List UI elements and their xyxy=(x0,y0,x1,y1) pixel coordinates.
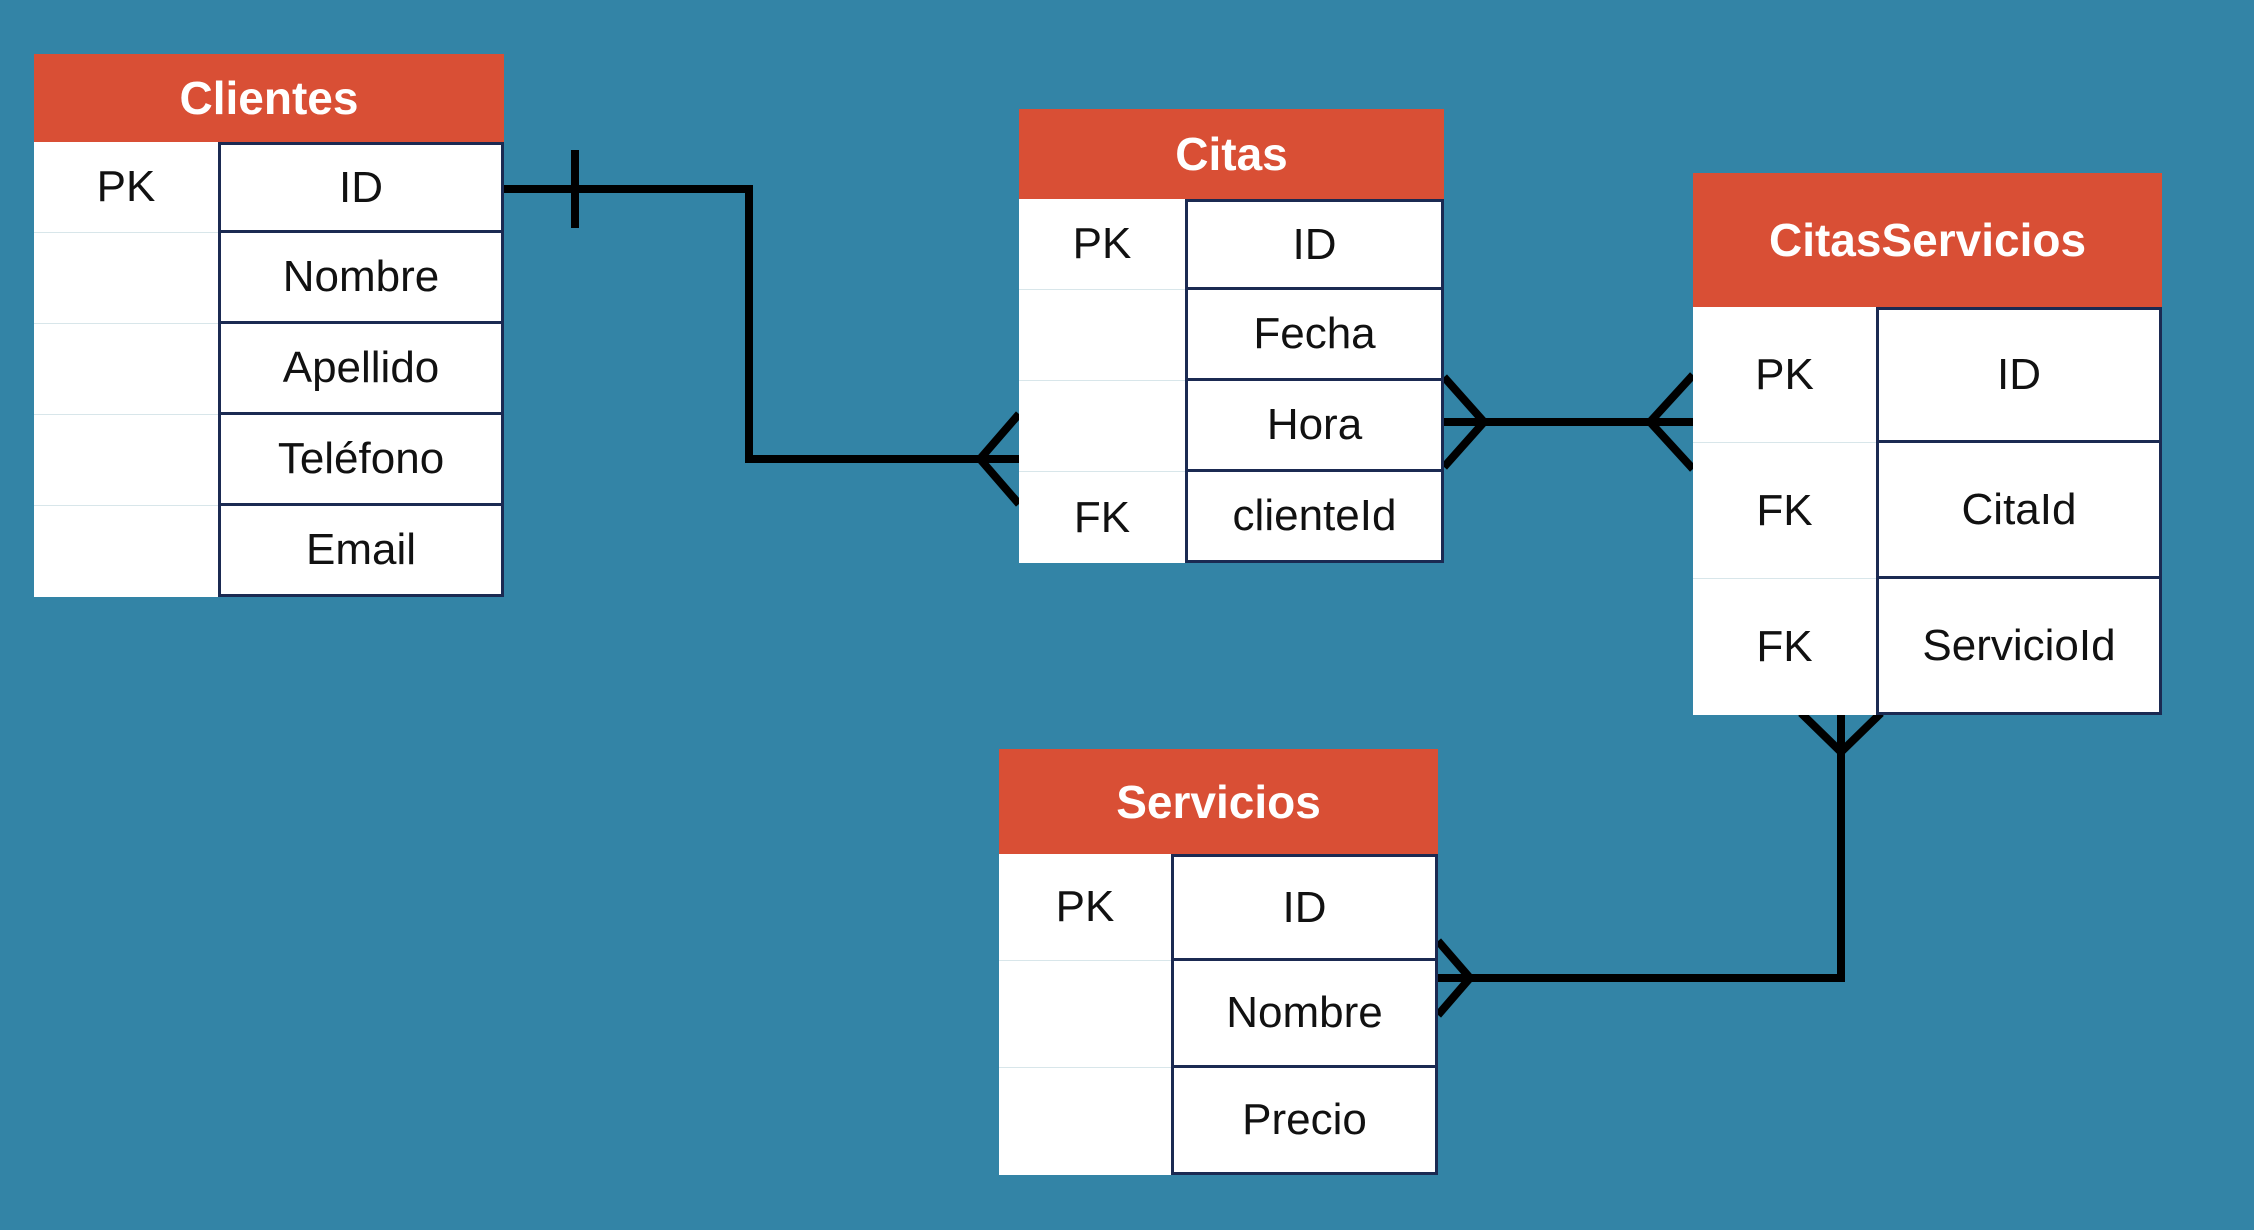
entity-row: PK ID xyxy=(999,854,1438,961)
key-cell xyxy=(1019,381,1185,472)
entity-row: PK ID xyxy=(1019,199,1444,290)
attribute-cell: Apellido xyxy=(218,321,504,415)
key-cell: PK xyxy=(1019,199,1185,290)
attribute-cell: CitaId xyxy=(1876,440,2162,579)
key-cell: PK xyxy=(999,854,1171,961)
entity-row: Precio xyxy=(999,1065,1438,1175)
attribute-cell: Nombre xyxy=(218,230,504,324)
key-cell xyxy=(34,324,218,415)
attribute-cell: Fecha xyxy=(1185,287,1444,381)
entity-row: FK CitaId xyxy=(1693,440,2162,579)
entity-row: Hora xyxy=(1019,378,1444,472)
key-cell xyxy=(999,961,1171,1068)
many-marker xyxy=(1434,938,1476,1018)
entity-row: PK ID xyxy=(1693,307,2162,443)
attribute-cell: ServicioId xyxy=(1876,576,2162,715)
entity-row: PK ID xyxy=(34,142,504,233)
entity-servicios: Servicios PK ID Nombre Precio xyxy=(999,749,1438,1175)
relation-clientes-citas xyxy=(503,150,1023,507)
relation-citas-citasservicios xyxy=(1441,372,1696,472)
entity-citas: Citas PK ID Fecha Hora FK clienteId xyxy=(1019,109,1444,563)
attribute-cell: ID xyxy=(1171,854,1438,961)
key-cell xyxy=(34,415,218,506)
attribute-cell: ID xyxy=(218,142,504,233)
entity-row: Email xyxy=(34,503,504,597)
many-marker xyxy=(1441,374,1490,470)
key-cell: FK xyxy=(1693,443,1876,579)
entity-row: Nombre xyxy=(34,230,504,324)
attribute-cell: Nombre xyxy=(1171,958,1438,1068)
key-cell: PK xyxy=(34,142,218,233)
entity-row: Teléfono xyxy=(34,412,504,506)
entity-row: Nombre xyxy=(999,958,1438,1068)
entity-row: FK ServicioId xyxy=(1693,576,2162,715)
entity-title: Servicios xyxy=(999,749,1438,854)
entity-citasservicios: CitasServicios PK ID FK CitaId FK Servic… xyxy=(1693,173,2162,715)
attribute-cell: Hora xyxy=(1185,378,1444,472)
entity-title: CitasServicios xyxy=(1693,173,2162,307)
entity-title: Citas xyxy=(1019,109,1444,199)
attribute-cell: ID xyxy=(1185,199,1444,290)
key-cell: FK xyxy=(1019,472,1185,563)
entity-row: FK clienteId xyxy=(1019,469,1444,563)
entity-title: Clientes xyxy=(34,54,504,142)
key-cell: PK xyxy=(1693,307,1876,443)
entity-clientes: Clientes PK ID Nombre Apellido Teléfono … xyxy=(34,54,504,597)
attribute-cell: clienteId xyxy=(1185,469,1444,563)
attribute-cell: Teléfono xyxy=(218,412,504,506)
key-cell xyxy=(34,506,218,597)
attribute-cell: Email xyxy=(218,503,504,597)
entity-row: Fecha xyxy=(1019,287,1444,381)
many-marker xyxy=(1644,372,1696,472)
connector-line xyxy=(1438,715,1845,982)
key-cell: FK xyxy=(1693,579,1876,715)
key-cell xyxy=(1019,290,1185,381)
entity-row: Apellido xyxy=(34,321,504,415)
many-marker xyxy=(974,411,1023,507)
relation-citasservicios-servicios xyxy=(1434,710,1884,1018)
key-cell xyxy=(999,1068,1171,1175)
key-cell xyxy=(34,233,218,324)
attribute-cell: Precio xyxy=(1171,1065,1438,1175)
many-marker xyxy=(1798,710,1884,758)
connector-line xyxy=(503,185,1019,463)
attribute-cell: ID xyxy=(1876,307,2162,443)
